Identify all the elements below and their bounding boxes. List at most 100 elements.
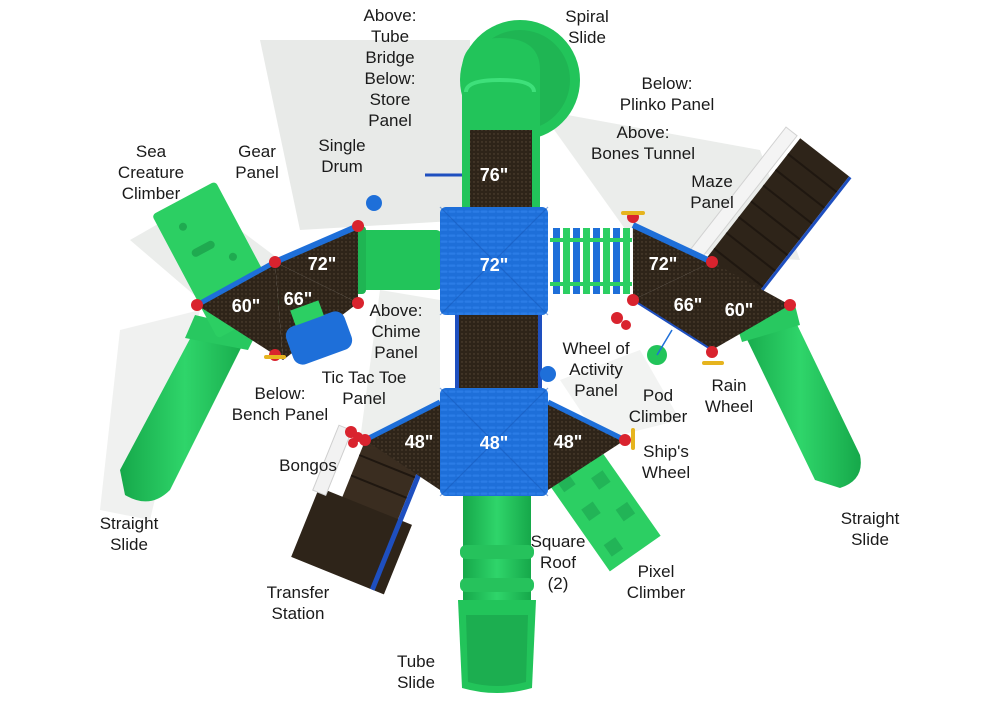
height-right-outer: 60": [725, 300, 754, 320]
square-roof-top: [439, 206, 549, 316]
label-line: Single: [318, 136, 366, 155]
label-line: Slide: [568, 28, 606, 47]
label-line: Straight: [99, 514, 159, 533]
label-line: Station: [271, 604, 325, 623]
label-line: Climber: [628, 407, 688, 426]
label-line: Bench Panel: [231, 405, 329, 424]
label-line: Bones Tunnel: [591, 144, 695, 163]
height-center-bottom: 48": [480, 433, 509, 453]
height-left-outer: 60": [232, 296, 261, 316]
label-line: Ship's: [643, 442, 689, 461]
label-bongos: Bongos: [279, 455, 337, 476]
label-line: Sea: [135, 142, 167, 161]
label-line: Below:: [254, 384, 306, 403]
height-bottom-left: 48": [405, 432, 434, 452]
spiral-slide: [425, 20, 580, 210]
label-line: Panel: [574, 381, 618, 400]
rain-wheel-icon: [702, 361, 724, 365]
label-line: Rain: [711, 376, 747, 395]
label-line: Panel: [690, 193, 734, 212]
label-line: Above:: [369, 301, 423, 320]
height-left-mid: 66": [284, 289, 313, 309]
label-line: Below:: [364, 69, 416, 88]
label-line: Panel: [368, 111, 412, 130]
transfer-station: [291, 424, 428, 595]
label-line: Chime: [371, 322, 421, 341]
bongos-icon: [345, 426, 363, 448]
pod-climber-icon: [647, 329, 673, 365]
label-line: Panel: [374, 343, 418, 362]
label-line: Wheel: [704, 397, 754, 416]
tube-slide: [458, 490, 536, 693]
right-deck-cluster: [631, 222, 790, 351]
label-line: Tic Tac Toe: [321, 368, 407, 387]
label-line: Spiral: [565, 7, 609, 26]
label-line: Pixel: [637, 562, 675, 581]
label-line: Roof: [540, 553, 576, 572]
label-line: Above:: [616, 123, 670, 142]
height-spiral-deck: 76": [480, 165, 509, 185]
label-line: Panel: [235, 163, 279, 182]
label-line: Slide: [851, 530, 889, 549]
label-line: Wheel: [641, 463, 691, 482]
label-line: Climber: [626, 583, 686, 602]
pixel-climber: [543, 441, 661, 572]
stairs-right: [686, 126, 852, 305]
left-deck-cluster: [195, 223, 360, 365]
bones-tunnel-bridge: [550, 228, 632, 294]
maze-panel-wheel-icon: [621, 211, 645, 215]
square-roof-bottom: [439, 387, 549, 497]
label-line: Gear: [238, 142, 276, 161]
bench-panel-wheel-icon: [264, 355, 286, 359]
label-line: Slide: [397, 673, 435, 692]
label-line: Tube: [396, 652, 436, 671]
label-plinko-panel: Below: Plinko Panel: [620, 73, 715, 115]
label-line: Above:: [363, 6, 417, 25]
label-line: Wheel of: [562, 339, 630, 358]
label-line: Panel: [342, 389, 386, 408]
height-right-upper: 72": [649, 254, 678, 274]
height-right-mid: 66": [674, 295, 703, 315]
label-line: Store: [369, 90, 411, 109]
label-line: Below:: [641, 74, 693, 93]
label-line: (2): [547, 574, 569, 593]
bottom-deck-cluster: [363, 399, 627, 490]
straight-slide-right: [735, 305, 861, 488]
wheel-of-activity-icon: [540, 366, 556, 382]
label-line: Climber: [121, 184, 181, 203]
label-line: Maze: [691, 172, 733, 191]
label-line: Activity: [569, 360, 623, 379]
label-line: Bongos: [279, 456, 337, 475]
label-line: Plinko Panel: [619, 95, 715, 114]
label-bones-tunnel: Above: Bones Tunnel: [591, 122, 695, 164]
label-line: Transfer: [266, 583, 330, 602]
label-bench-panel: Below: Bench Panel: [232, 383, 328, 425]
label-line: Pod: [642, 386, 674, 405]
height-left-upper: 72": [308, 254, 337, 274]
height-center-top: 72": [480, 255, 509, 275]
single-drum-icon: [366, 195, 382, 211]
label-line: Drum: [321, 157, 363, 176]
label-line: Square: [530, 532, 586, 551]
label-line: Tube: [370, 27, 410, 46]
ships-wheel-icon: [631, 428, 635, 450]
label-line: Slide: [110, 535, 148, 554]
tube-bridge: [360, 230, 442, 290]
label-line: Creature: [117, 163, 185, 182]
label-line: Straight: [840, 509, 900, 528]
